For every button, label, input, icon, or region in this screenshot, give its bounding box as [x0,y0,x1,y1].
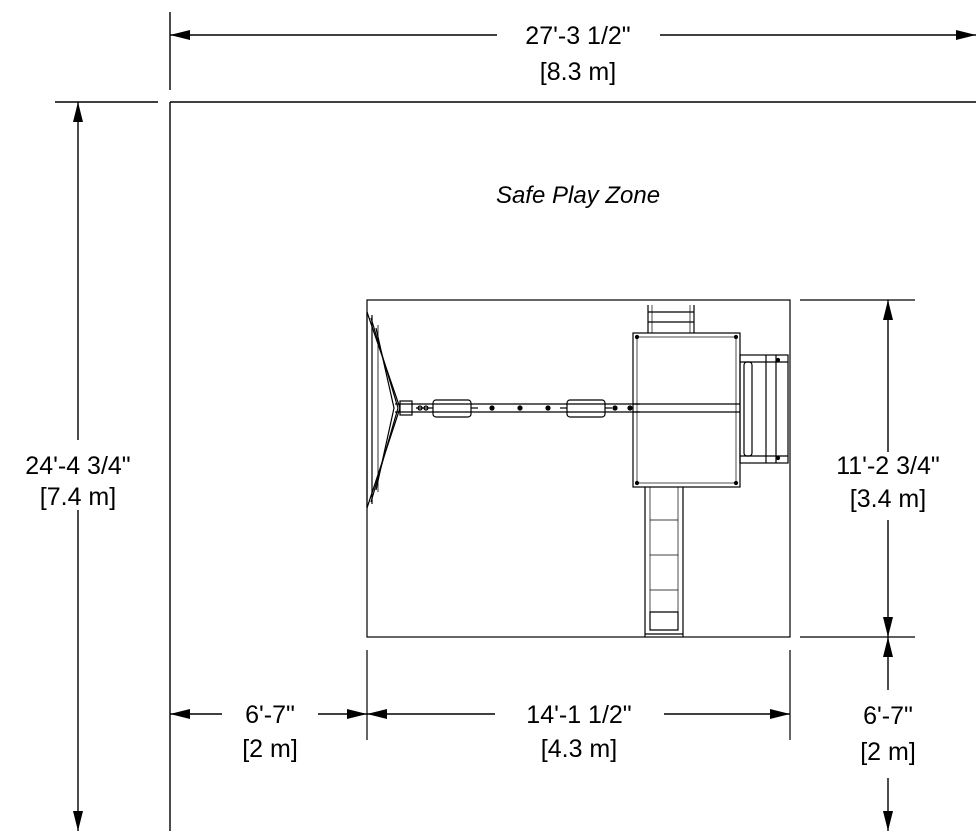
swing-seat-left [416,399,478,418]
left-clearance-imperial: 6'-7" [245,701,295,729]
structure-footprint [366,299,791,638]
left-clearance-metric: [2 m] [242,735,298,763]
side-steps [739,354,789,464]
bottom-extension-lines [366,650,791,740]
overall-depth-metric: [7.4 m] [40,483,116,511]
left-clearance-dimension: 6'-7" [2 m] [170,701,367,763]
overall-width-metric: [8.3 m] [540,58,616,86]
safe-play-zone-label: Safe Play Zone [496,182,660,209]
overall-depth-dimension: 24'-4 3/4" [7.4 m] [25,102,131,831]
bottom-clearance-metric: [2 m] [860,738,916,766]
fort-deck [632,332,741,488]
structure-width-metric: [4.3 m] [541,735,617,763]
structure-width-dimension: 14'-1 1/2" [4.3 m] [367,701,790,763]
slide [644,487,684,637]
structure-depth-metric: [3.4 m] [850,485,926,513]
swing-frame [366,311,640,509]
structure-width-imperial: 14'-1 1/2" [526,701,631,729]
swing-seat-right [560,399,612,418]
bottom-clearance-dimension: 6'-7" [2 m] [860,637,916,831]
ladder-top [647,305,695,333]
overall-depth-imperial: 24'-4 3/4" [25,452,130,480]
bottom-clearance-imperial: 6'-7" [863,702,913,730]
structure-depth-imperial: 11'-2 3/4" [836,452,940,480]
safe-zone-boundary [55,12,976,831]
overall-width-imperial: 27'-3 1/2" [525,22,630,50]
overall-width-dimension: 27'-3 1/2" [8.3 m] [170,22,976,86]
structure-depth-dimension: 11'-2 3/4" [3.4 m] [800,299,940,638]
